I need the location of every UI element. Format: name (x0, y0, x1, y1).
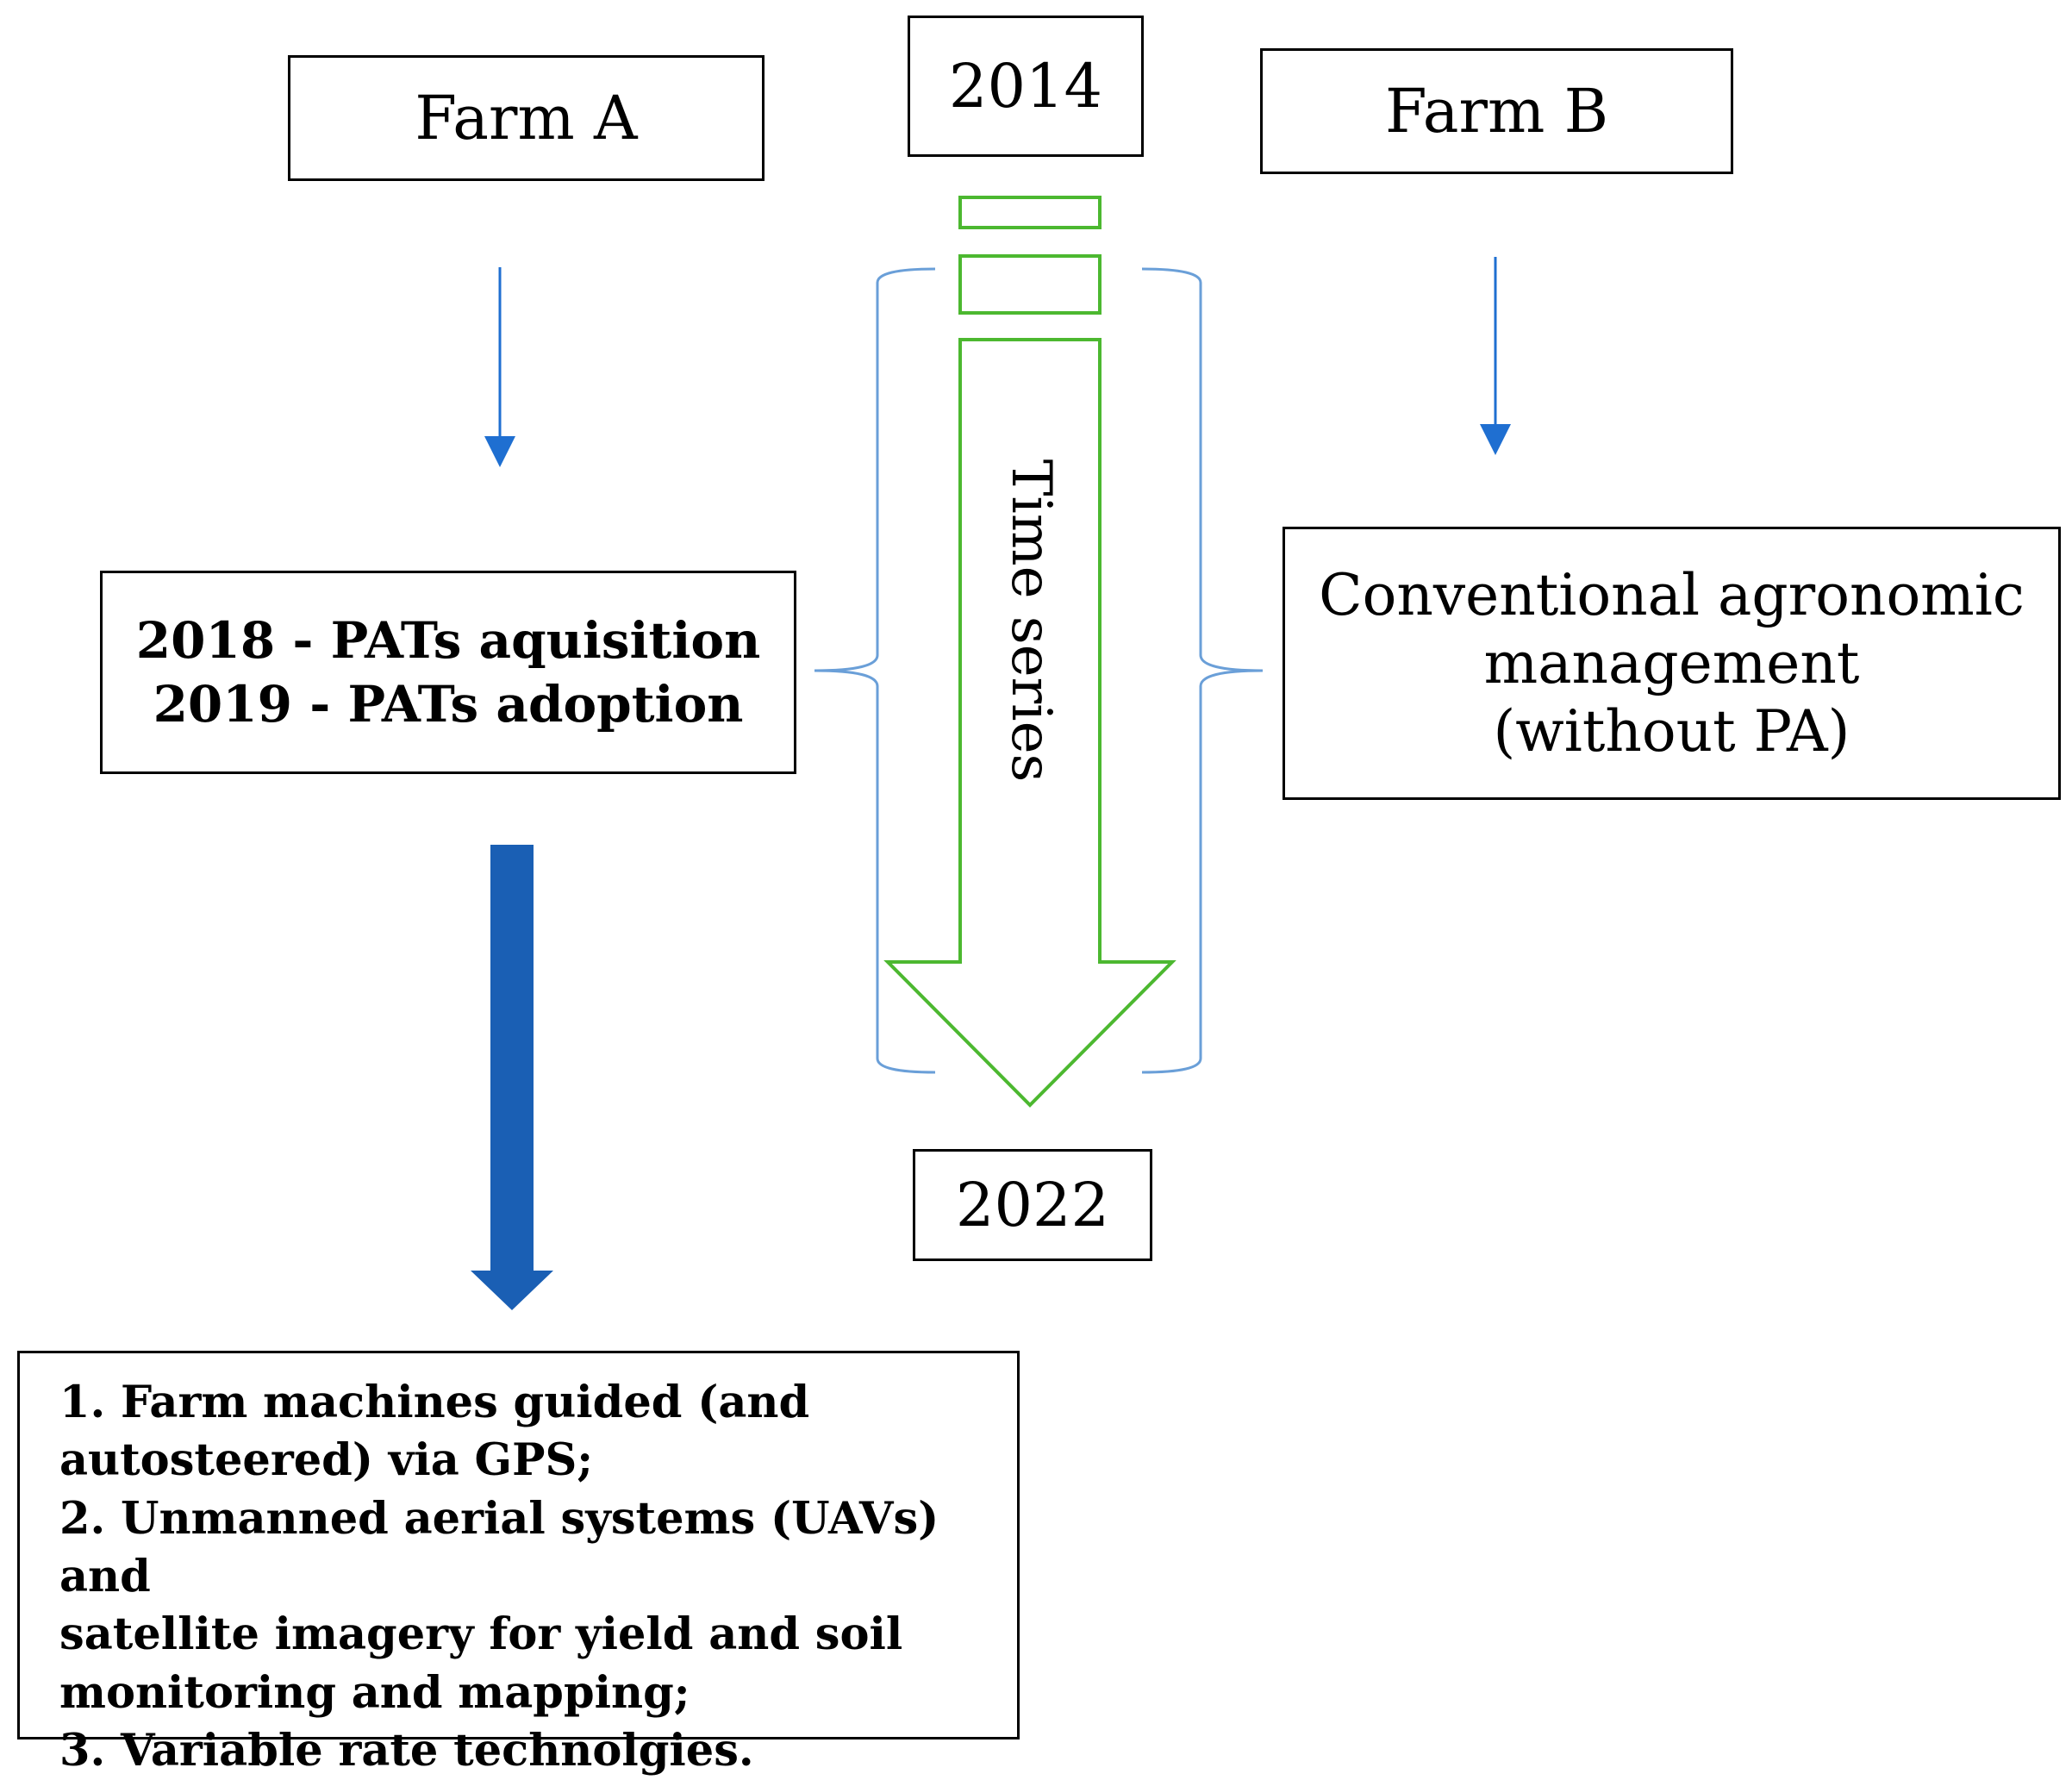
year-end-label: 2022 (955, 1169, 1110, 1240)
time-segment-small (958, 196, 1102, 229)
farm-a-box: Farm A (288, 55, 765, 181)
farm-a-events-box: 2018 - PATs aquisition 2019 - PATs adopt… (100, 571, 796, 774)
technologies-list-text: 1. Farm machines guided (and autosteered… (59, 1377, 939, 1777)
farm-b-down-arrow (1480, 257, 1511, 455)
year-start-label: 2014 (948, 50, 1103, 122)
conventional-management-line3: (without PA) (1493, 698, 1850, 765)
left-curly-brace (814, 267, 936, 1074)
right-curly-brace (1141, 267, 1264, 1074)
pats-adoption-text: 2019 - PATs adoption (153, 675, 744, 734)
conventional-management-line2: management (1483, 629, 1860, 696)
farm-b-label: Farm B (1384, 75, 1609, 147)
technologies-box: 1. Farm machines guided (and autosteered… (17, 1351, 1020, 1777)
time-series-arrow (883, 338, 1176, 1108)
time-series-label: Time series (999, 459, 1063, 783)
pats-acquisition-text: 2018 - PATs aquisition (135, 610, 761, 670)
farm-a-technologies-arrow (471, 845, 553, 1310)
farm-b-box: Farm B (1260, 48, 1733, 174)
farm-a-label: Farm A (415, 82, 638, 153)
year-start-box: 2014 (908, 16, 1144, 157)
time-segment-medium (958, 254, 1102, 315)
farm-b-management-box: Conventional agronomic management (witho… (1283, 527, 2061, 800)
year-end-box: 2022 (913, 1149, 1152, 1261)
farm-a-down-arrow (484, 267, 515, 467)
conventional-management-line1: Conventional agronomic (1319, 561, 2025, 628)
